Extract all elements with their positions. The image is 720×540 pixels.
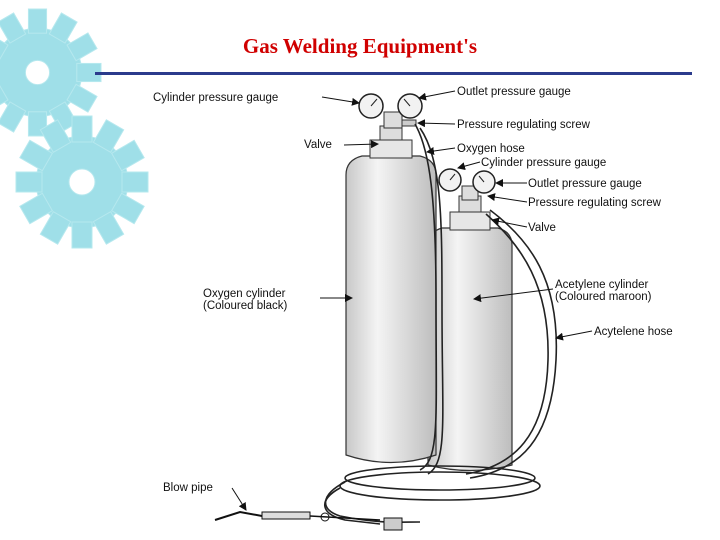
label-pressure-regulating-screw-top: Pressure regulating screw: [457, 119, 591, 131]
label-oxygen-hose: Oxygen hose: [457, 143, 525, 155]
oxygen-cylinder: [345, 125, 437, 464]
gear-icon: [0, 8, 102, 137]
label-cylinder-pressure-gauge-right: Cylinder pressure gauge: [481, 157, 606, 169]
label-valve-right: Valve: [528, 222, 556, 234]
label-acetylene-hose: Acytelene hose: [594, 326, 673, 338]
label-outlet-pressure-gauge-right: Outlet pressure gauge: [528, 178, 642, 190]
oxygen-regulator: [358, 93, 423, 129]
label-cylinder-pressure-gauge-left: Cylinder pressure gauge: [153, 92, 278, 104]
label-oxygen-cylinder-colour: (Coloured black): [203, 300, 288, 312]
label-blow-pipe: Blow pipe: [163, 482, 213, 494]
acetylene-cylinder: [427, 195, 513, 472]
label-valve-left: Valve: [304, 139, 332, 151]
acetylene-regulator: [438, 168, 496, 201]
label-outlet-pressure-gauge-top: Outlet pressure gauge: [457, 86, 571, 98]
label-acetylene-cylinder: Acetylene cylinder: [555, 279, 648, 291]
page-title: Gas Welding Equipment's: [242, 34, 478, 58]
title-underline: [95, 72, 692, 75]
label-oxygen-cylinder: Oxygen cylinder: [203, 288, 286, 300]
label-pressure-regulating-screw-right: Pressure regulating screw: [528, 197, 662, 209]
blow-pipe: [214, 510, 403, 531]
gear-icon: [15, 115, 149, 249]
label-acetylene-cylinder-colour: (Coloured maroon): [555, 291, 652, 303]
